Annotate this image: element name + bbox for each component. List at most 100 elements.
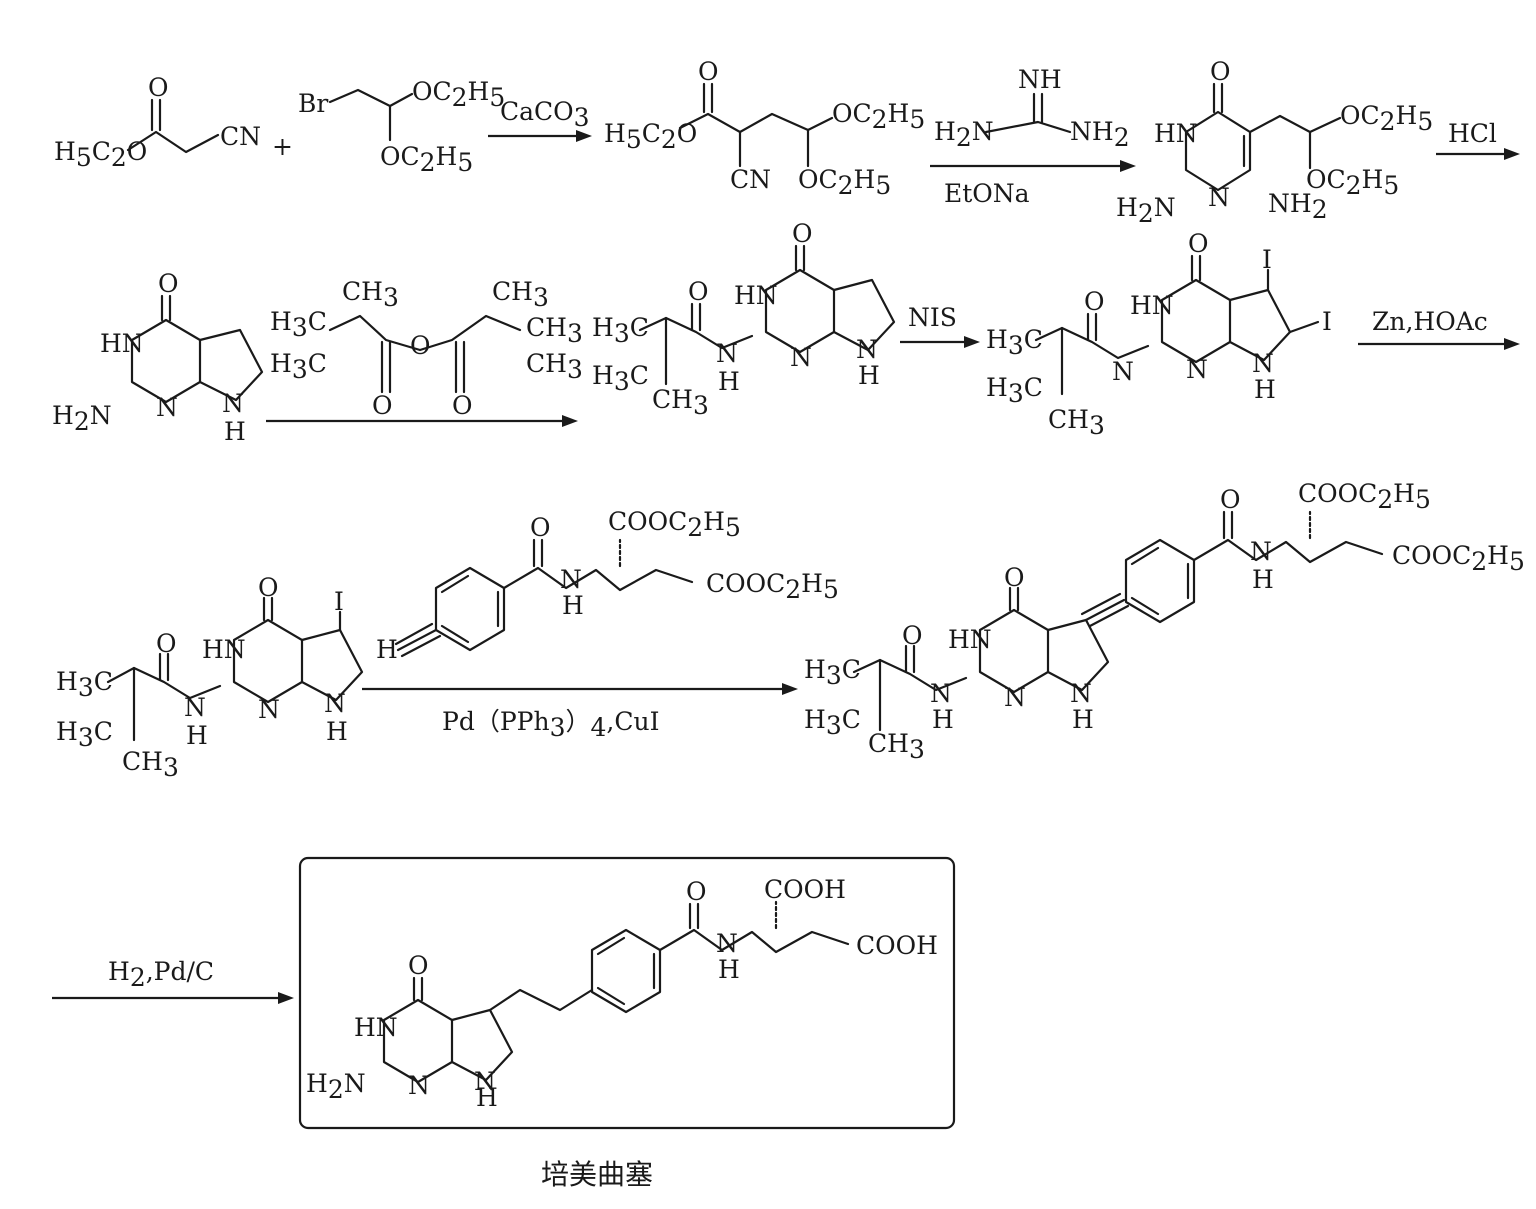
atom-n-pyrrole: N [856,335,878,364]
atom-oc2h5-b: OC2H5 [798,165,891,200]
atom-n-pyrrole: N [222,389,244,418]
reagent-nis: NIS [908,303,957,332]
atom-n-pyrrole: N [324,689,346,718]
atom-n: N [1250,537,1272,566]
atom-h: H [932,705,954,734]
atom-h3c: H3C [592,313,649,348]
atom-nh2: NH2 [1070,117,1130,152]
atom-h5c2o: H5C2O [54,137,147,172]
arrow-step8: H2,Pd/C [52,957,294,1004]
atom-o: O [686,877,707,906]
atom-h: H [326,717,348,746]
coupled-alkyne-intermediate: O O N H COOC2H5 COOC2H5 O HN N H N N H H… [804,479,1525,764]
atom-h3c: H3C [804,705,861,740]
product-name: 培美曲塞 [541,1158,653,1191]
pivaloyl-pyrrolopyrimidinone: O O HN N H N N H H3C H3C CH3 [592,219,896,420]
atom-n-pyrrole: N [1252,349,1274,378]
atom-n-pyrrole: N [1070,679,1092,708]
atom-i: I [1322,307,1332,336]
atom-o: O [902,621,923,650]
atom-oc2h5-a: OC2H5 [412,77,505,112]
reagent-hcl: HCl [1448,119,1497,148]
atom-ch3: CH3 [526,349,583,384]
atom-ch3: CH3 [526,313,583,348]
atom-hn: HN [1154,119,1198,148]
atom-cooc2h5: COOC2H5 [706,569,839,604]
atom-o: O [688,277,709,306]
atom-o: O [792,219,813,248]
reagent-h2-pdc: H2,Pd/C [108,957,214,992]
atom-ch3: CH3 [122,747,179,782]
atom-h3c: H3C [986,325,1043,360]
atom-h2n: H2N [52,401,112,436]
atom-hn: HN [354,1013,398,1042]
plus-sign: + [272,132,293,161]
atom-o: O [372,391,393,420]
ethyl-cyanoacetate: O H5C2O CN [54,73,261,172]
atom-h3c: H3C [270,307,327,342]
atom-o: O [148,73,169,102]
atom-h: H [718,955,740,984]
intermediate-cyano-acetal: O H5C2O CN OC2H5 OC2H5 [604,57,925,200]
atom-o: O [1084,287,1105,316]
atom-hn: HN [1130,291,1174,320]
atom-n: N [560,565,582,594]
atom-n: N [790,343,812,372]
reagent-zn-hoac: Zn,HOAc [1372,307,1488,336]
atom-o: O [1188,229,1209,258]
atom-h2n: H2N [306,1069,366,1104]
atom-n: N [258,695,280,724]
atom-h3c: H3C [56,717,113,752]
atom-ch3: CH3 [652,385,709,420]
atom-h3c: H3C [804,655,861,690]
atom-o: O [1004,563,1025,592]
product-box [298,856,956,1130]
atom-h5c2o: H5C2O [604,119,697,154]
atom-h: H [858,361,880,390]
atom-ch3: CH3 [1048,405,1105,440]
atom-h2n: H2N [934,117,994,152]
atom-cooc2h5: COOC2H5 [608,507,741,542]
atom-h: H [718,367,740,396]
atom-o: O [1220,485,1241,514]
arrow-step4: O O O CH3 H3C H3C CH3 CH3 CH3 [266,277,583,427]
diiodo-intermediate: O I I O HN N N N H H3C H3C CH3 [986,229,1332,440]
atom-n: N [1004,683,1026,712]
arrow-step5: NIS [900,303,980,348]
atom-hn: HN [202,635,246,664]
atom-o: O [1210,57,1231,86]
atom-h: H [562,591,584,620]
atom-n: N [156,393,178,422]
atom-h3c: H3C [56,667,113,702]
atom-oc2h5-a: OC2H5 [1340,101,1433,136]
atom-ch3: CH3 [342,277,399,312]
atom-n-pyrrole: N [474,1067,496,1096]
atom-h: H [476,1083,498,1112]
atom-hn: HN [948,625,992,654]
reagent-caco3: CaCO3 [500,97,590,132]
reagent-etona: EtONa [944,179,1030,208]
arrow-step3: HCl [1436,119,1520,160]
arrow-step7: Pd（PPh3）4,CuI [362,683,798,742]
atom-n-amide: N [184,693,206,722]
atom-n: N [1208,183,1230,212]
atom-i: I [334,587,344,616]
atom-o: O [698,57,719,86]
atom-n: N [1186,355,1208,384]
atom-h: H [1254,375,1276,404]
atom-n-amide: N [1112,357,1134,386]
atom-o-bridge: O [410,331,431,360]
pemetrexed-structure: O HN N N H H2N O N H COOH COOH [306,875,938,1112]
arrow-step6: Zn,HOAc [1358,307,1520,350]
atom-h: H [224,417,246,446]
atom-nh2: NH2 [1268,189,1328,224]
atom-ch3: CH3 [492,277,549,312]
atom-h: H [376,635,398,664]
atom-cooc2h5: COOC2H5 [1298,479,1431,514]
atom-cooh: COOH [764,875,846,904]
atom-n: N [716,929,738,958]
atom-o: O [530,513,551,542]
atom-br: Br [298,89,328,118]
